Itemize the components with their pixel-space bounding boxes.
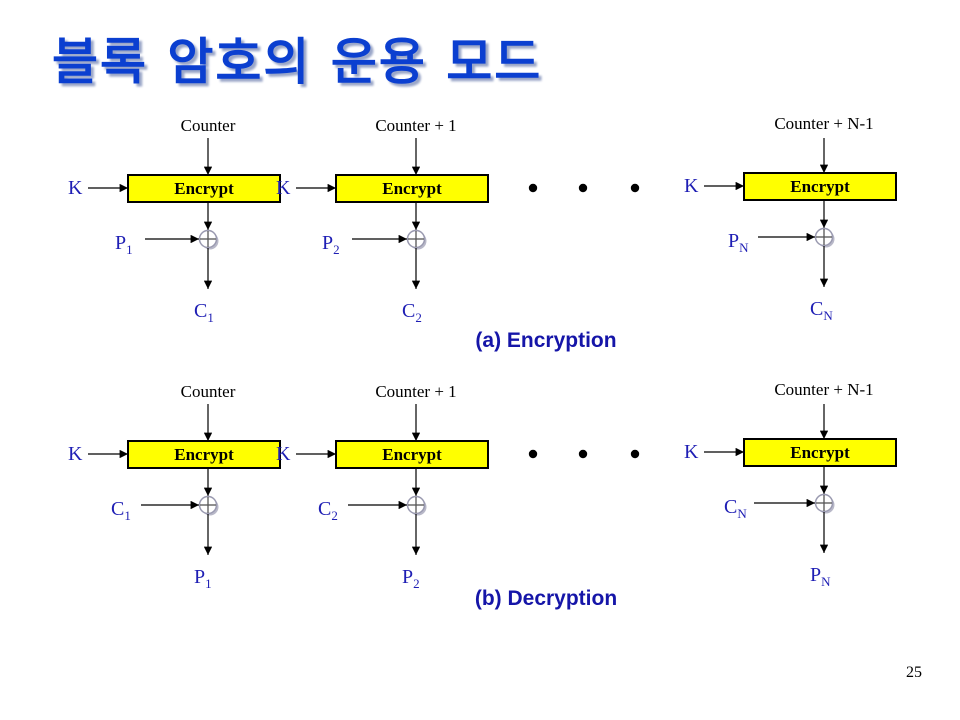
encrypt-label: Encrypt <box>382 179 442 198</box>
input-label: C1 <box>111 498 131 523</box>
encrypt-label: Encrypt <box>174 445 234 464</box>
output-label: C1 <box>194 300 214 325</box>
counter-label: Counter + 1 <box>375 116 456 135</box>
ellipsis-dots <box>528 449 640 459</box>
encrypt-box <box>743 438 897 467</box>
xor-icon <box>198 495 219 516</box>
key-label: K <box>68 177 83 199</box>
counter-label: Counter + 1 <box>375 382 456 401</box>
ellipsis-dots <box>528 183 640 193</box>
xor-icon <box>814 227 835 248</box>
counter-label: Counter + N-1 <box>774 114 873 133</box>
input-label: CN <box>724 496 747 521</box>
counter-label: Counter <box>181 382 236 401</box>
counter-label: Counter + N-1 <box>774 380 873 399</box>
encrypt-box <box>335 440 489 469</box>
key-label: K <box>68 443 83 465</box>
panel-caption: (b) Decryption <box>475 587 617 610</box>
encrypt-label: Encrypt <box>790 177 850 196</box>
input-label: P1 <box>115 232 133 257</box>
input-label: PN <box>728 230 749 255</box>
xor-icon <box>198 229 219 250</box>
input-label: P2 <box>322 232 340 257</box>
encrypt-box <box>335 174 489 203</box>
xor-icon <box>814 493 835 514</box>
encrypt-box <box>743 172 897 201</box>
encrypt-label: Encrypt <box>174 179 234 198</box>
encrypt-label: Encrypt <box>382 445 442 464</box>
page-number: 25 <box>906 664 922 681</box>
encrypt-box <box>127 174 281 203</box>
panel-caption: (a) Encryption <box>475 329 616 352</box>
encrypt-box <box>127 440 281 469</box>
output-label: CN <box>810 298 833 323</box>
output-label: PN <box>810 564 831 589</box>
key-label: K <box>276 177 291 199</box>
input-label: C2 <box>318 498 338 523</box>
output-label: C2 <box>402 300 422 325</box>
key-label: K <box>684 441 699 463</box>
slide-title: 블록 암호의 운용 모드 <box>52 33 543 91</box>
output-label: P2 <box>402 566 420 591</box>
output-label: P1 <box>194 566 212 591</box>
xor-icon <box>406 495 427 516</box>
encrypt-label: Encrypt <box>790 443 850 462</box>
key-label: K <box>684 175 699 197</box>
key-label: K <box>276 443 291 465</box>
counter-label: Counter <box>181 116 236 135</box>
xor-icon <box>406 229 427 250</box>
